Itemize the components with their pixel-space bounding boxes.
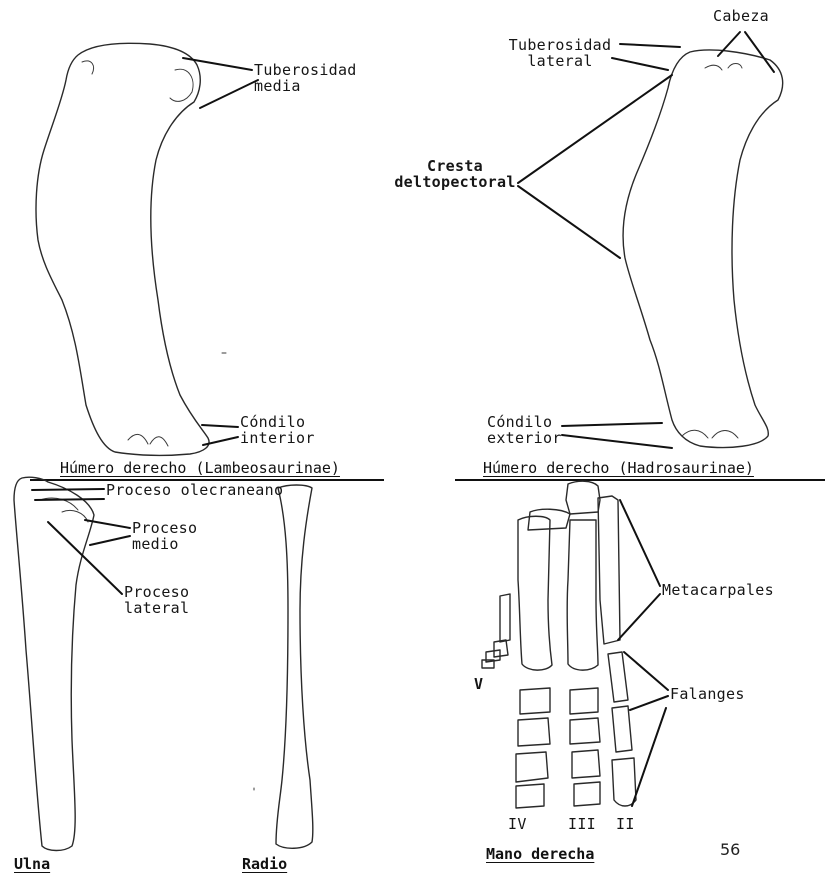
label-falanges: Falanges <box>670 686 745 702</box>
humerus-hadrosaurinae-drawing <box>518 32 783 448</box>
label-condilo-exterior: Cóndilo exterior <box>487 414 567 446</box>
label-cresta-deltopectoral: Cresta deltopectoral <box>390 158 520 190</box>
caption-mano-derecha: Mano derecha <box>486 846 594 862</box>
label-cabeza: Cabeza <box>713 8 769 24</box>
label-proceso-olecraneano: Proceso olecraneano <box>106 482 283 498</box>
label-metacarpales: Metacarpales <box>662 582 774 598</box>
humerus-lambeosaurinae-drawing <box>36 43 258 455</box>
label-condilo-interior: Cóndilo interior <box>240 414 340 446</box>
page-number: 56 <box>720 840 740 859</box>
radio-drawing <box>276 485 313 848</box>
mano-derecha-drawing <box>482 481 668 808</box>
label-tuberosidad-lateral: Tuberosidad lateral <box>490 37 630 69</box>
label-digit-ii: II <box>616 816 635 832</box>
label-proceso-lateral: Proceso lateral <box>124 584 224 616</box>
label-digit-iv: IV <box>508 816 527 832</box>
label-tuberosidad-media: Tuberosidad media <box>254 62 394 94</box>
caption-ulna: Ulna <box>14 856 50 872</box>
caption-radio: Radio <box>242 856 287 872</box>
label-proceso-medio: Proceso medio <box>132 520 232 552</box>
ulna-drawing <box>14 477 130 850</box>
caption-humero-hadrosaurinae: Húmero derecho (Hadrosaurinae) <box>483 460 754 476</box>
label-digit-v: V <box>474 676 483 692</box>
caption-humero-lambeosaurinae: Húmero derecho (Lambeosaurinae) <box>60 460 340 476</box>
label-digit-iii: III <box>568 816 596 832</box>
